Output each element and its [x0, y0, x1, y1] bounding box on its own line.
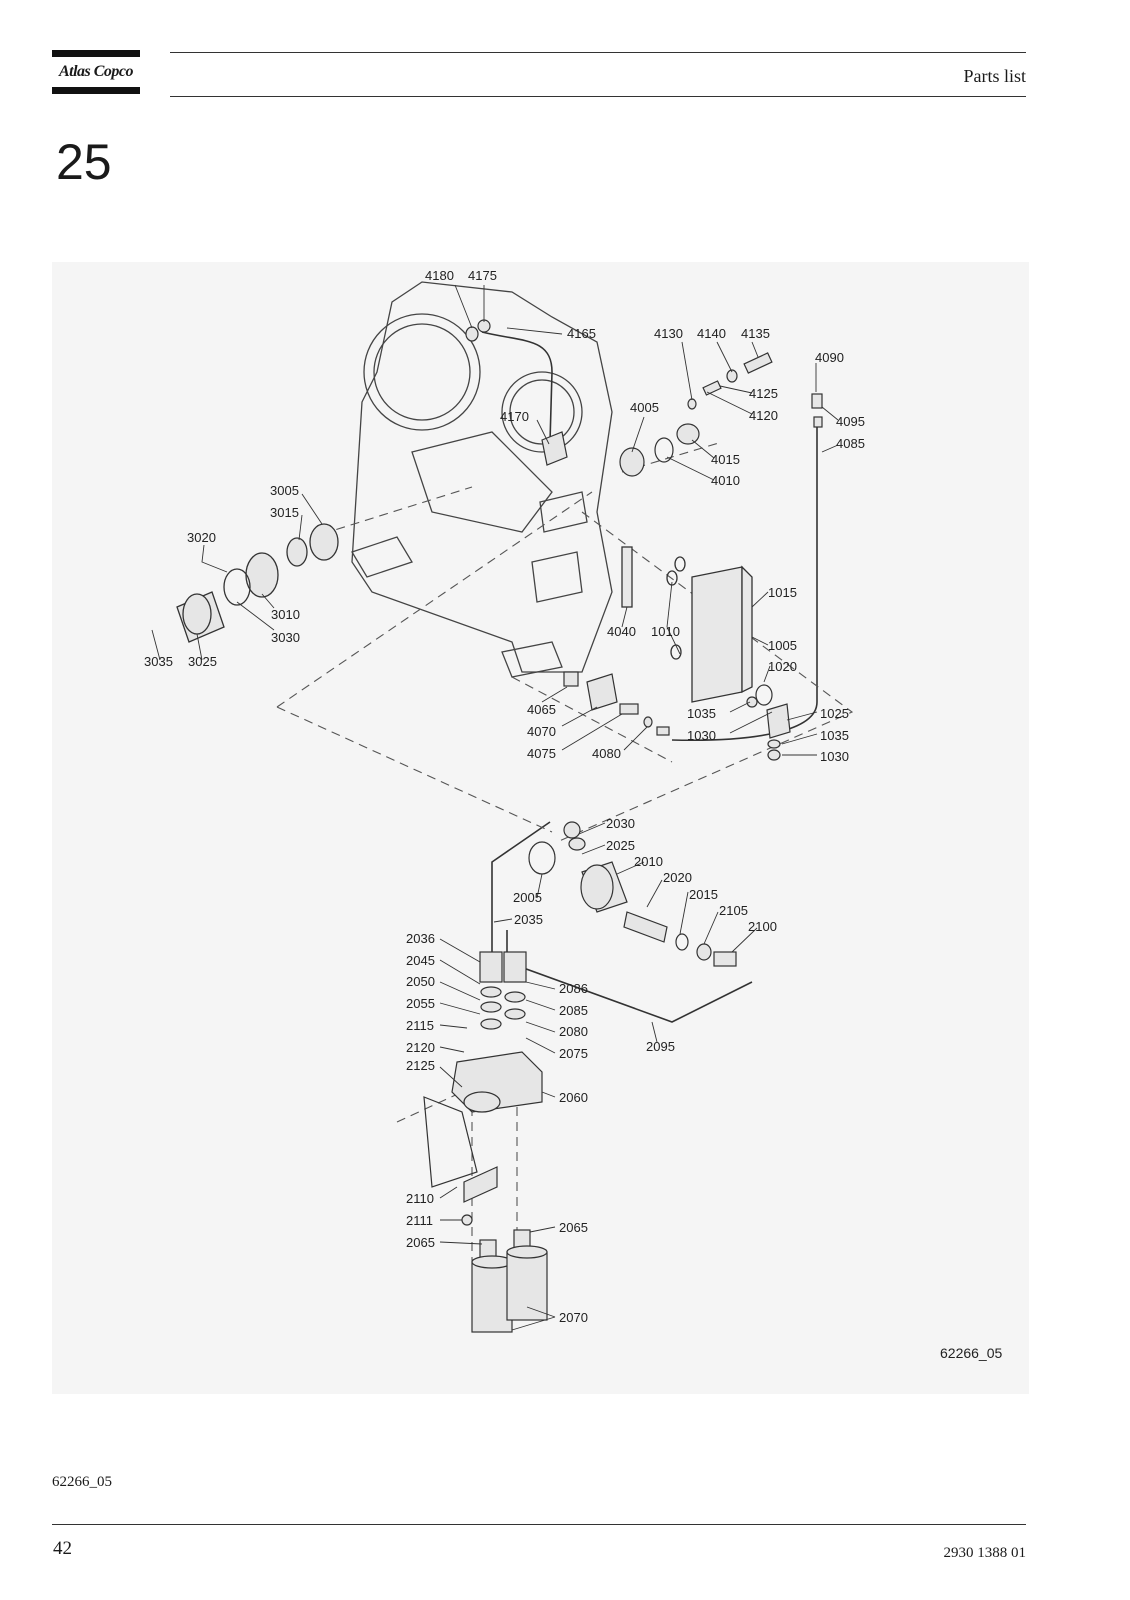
- callout-2036: 2036: [406, 931, 435, 946]
- callout-2125: 2125: [406, 1058, 435, 1073]
- gear-housing: [351, 281, 613, 678]
- figure-reference: 62266_05: [52, 1474, 112, 1490]
- callout-2120: 2120: [406, 1040, 435, 1055]
- callout-3020: 3020: [187, 530, 216, 545]
- callout-3005: 3005: [270, 483, 299, 498]
- callout-1015: 1015: [768, 585, 797, 600]
- callout-2030: 2030: [606, 816, 635, 831]
- callout-4095: 4095: [836, 414, 865, 429]
- header-rule-top: [170, 52, 1026, 53]
- callout-4120: 4120: [749, 408, 778, 423]
- callout-2065-b: 2065: [406, 1235, 435, 1250]
- callout-2055: 2055: [406, 996, 435, 1011]
- callout-1030-a: 1030: [687, 728, 716, 743]
- section-number: 25: [56, 134, 112, 190]
- logo-top-bar: [52, 50, 140, 57]
- callout-4070: 4070: [527, 724, 556, 739]
- callout-4040: 4040: [607, 624, 636, 639]
- callout-4140: 4140: [697, 326, 726, 341]
- callout-4125: 4125: [749, 386, 778, 401]
- callout-4175: 4175: [468, 268, 497, 283]
- page-header-title: Parts list: [963, 66, 1026, 86]
- callout-2010: 2010: [634, 854, 663, 869]
- drawing-id-label: 62266_05: [940, 1345, 1003, 1361]
- callout-3025: 3025: [188, 654, 217, 669]
- callout-2085: 2085: [559, 1003, 588, 1018]
- callout-2005: 2005: [513, 890, 542, 905]
- valve-parts: [563, 671, 791, 761]
- callout-2035: 2035: [514, 912, 543, 927]
- callout-2080: 2080: [559, 1024, 588, 1039]
- callout-4005: 4005: [630, 400, 659, 415]
- callout-2075: 2075: [559, 1046, 588, 1061]
- assembly-lines: [276, 441, 854, 1262]
- callout-2050: 2050: [406, 974, 435, 989]
- callout-2115: 2115: [406, 1018, 434, 1033]
- callout-2015: 2015: [689, 887, 718, 902]
- callout-4130: 4130: [654, 326, 683, 341]
- callout-4090: 4090: [815, 350, 844, 365]
- callout-2110: 2110: [406, 1191, 434, 1206]
- callout-2025: 2025: [606, 838, 635, 853]
- callout-4180: 4180: [425, 268, 454, 283]
- drawing-canvas: 4180 4175 4165 4130 4140 4135 4090 4125 …: [144, 268, 865, 1333]
- callout-4015: 4015: [711, 452, 740, 467]
- callout-1030-b: 1030: [820, 749, 849, 764]
- callout-2020: 2020: [663, 870, 692, 885]
- logo-bottom-bar: [52, 87, 140, 94]
- callout-2111: 2111: [406, 1213, 433, 1228]
- leader-lines: [151, 284, 839, 1331]
- callout-2100: 2100: [748, 919, 777, 934]
- fittings-upper: [465, 319, 823, 477]
- callout-4080: 4080: [592, 746, 621, 761]
- page-number: 42: [53, 1538, 72, 1559]
- header-rule-bottom: [170, 96, 1026, 97]
- callout-1035-a: 1035: [687, 706, 716, 721]
- callout-labels: 4180 4175 4165 4130 4140 4135 4090 4125 …: [144, 268, 865, 1325]
- callout-3015: 3015: [270, 505, 299, 520]
- callout-1010: 1010: [651, 624, 680, 639]
- callout-2095: 2095: [646, 1039, 675, 1054]
- callout-2065-a: 2065: [559, 1220, 588, 1235]
- callout-1005: 1005: [768, 638, 797, 653]
- callout-4010: 4010: [711, 473, 740, 488]
- callout-2045: 2045: [406, 953, 435, 968]
- callout-3010: 3010: [271, 607, 300, 622]
- callout-2070: 2070: [559, 1310, 588, 1325]
- callout-1025: 1025: [820, 706, 849, 721]
- atlas-copco-logo: Atlas Copco: [52, 50, 140, 94]
- callout-4075: 4075: [527, 746, 556, 761]
- callout-4135: 4135: [741, 326, 770, 341]
- callout-3035: 3035: [144, 654, 173, 669]
- shaft-seal-components: [176, 523, 339, 643]
- callout-4085: 4085: [836, 436, 865, 451]
- footer-rule: [52, 1524, 1026, 1525]
- callout-2105: 2105: [719, 903, 748, 918]
- logo-wordmark: Atlas Copco: [58, 63, 134, 80]
- callout-1020: 1020: [768, 659, 797, 674]
- oil-cooler: [621, 546, 753, 703]
- callout-3030: 3030: [271, 630, 300, 645]
- callout-4170: 4170: [500, 409, 529, 424]
- callout-2060: 2060: [559, 1090, 588, 1105]
- callout-2086: 2086: [559, 981, 588, 996]
- callout-1035-b: 1035: [820, 728, 849, 743]
- document-number: 2930 1388 01: [943, 1545, 1027, 1561]
- exploded-parts-drawing: 4180 4175 4165 4130 4140 4135 4090 4125 …: [52, 262, 1029, 1394]
- callout-4065: 4065: [527, 702, 556, 717]
- filter-assembly: [423, 821, 737, 1333]
- callout-4165: 4165: [567, 326, 596, 341]
